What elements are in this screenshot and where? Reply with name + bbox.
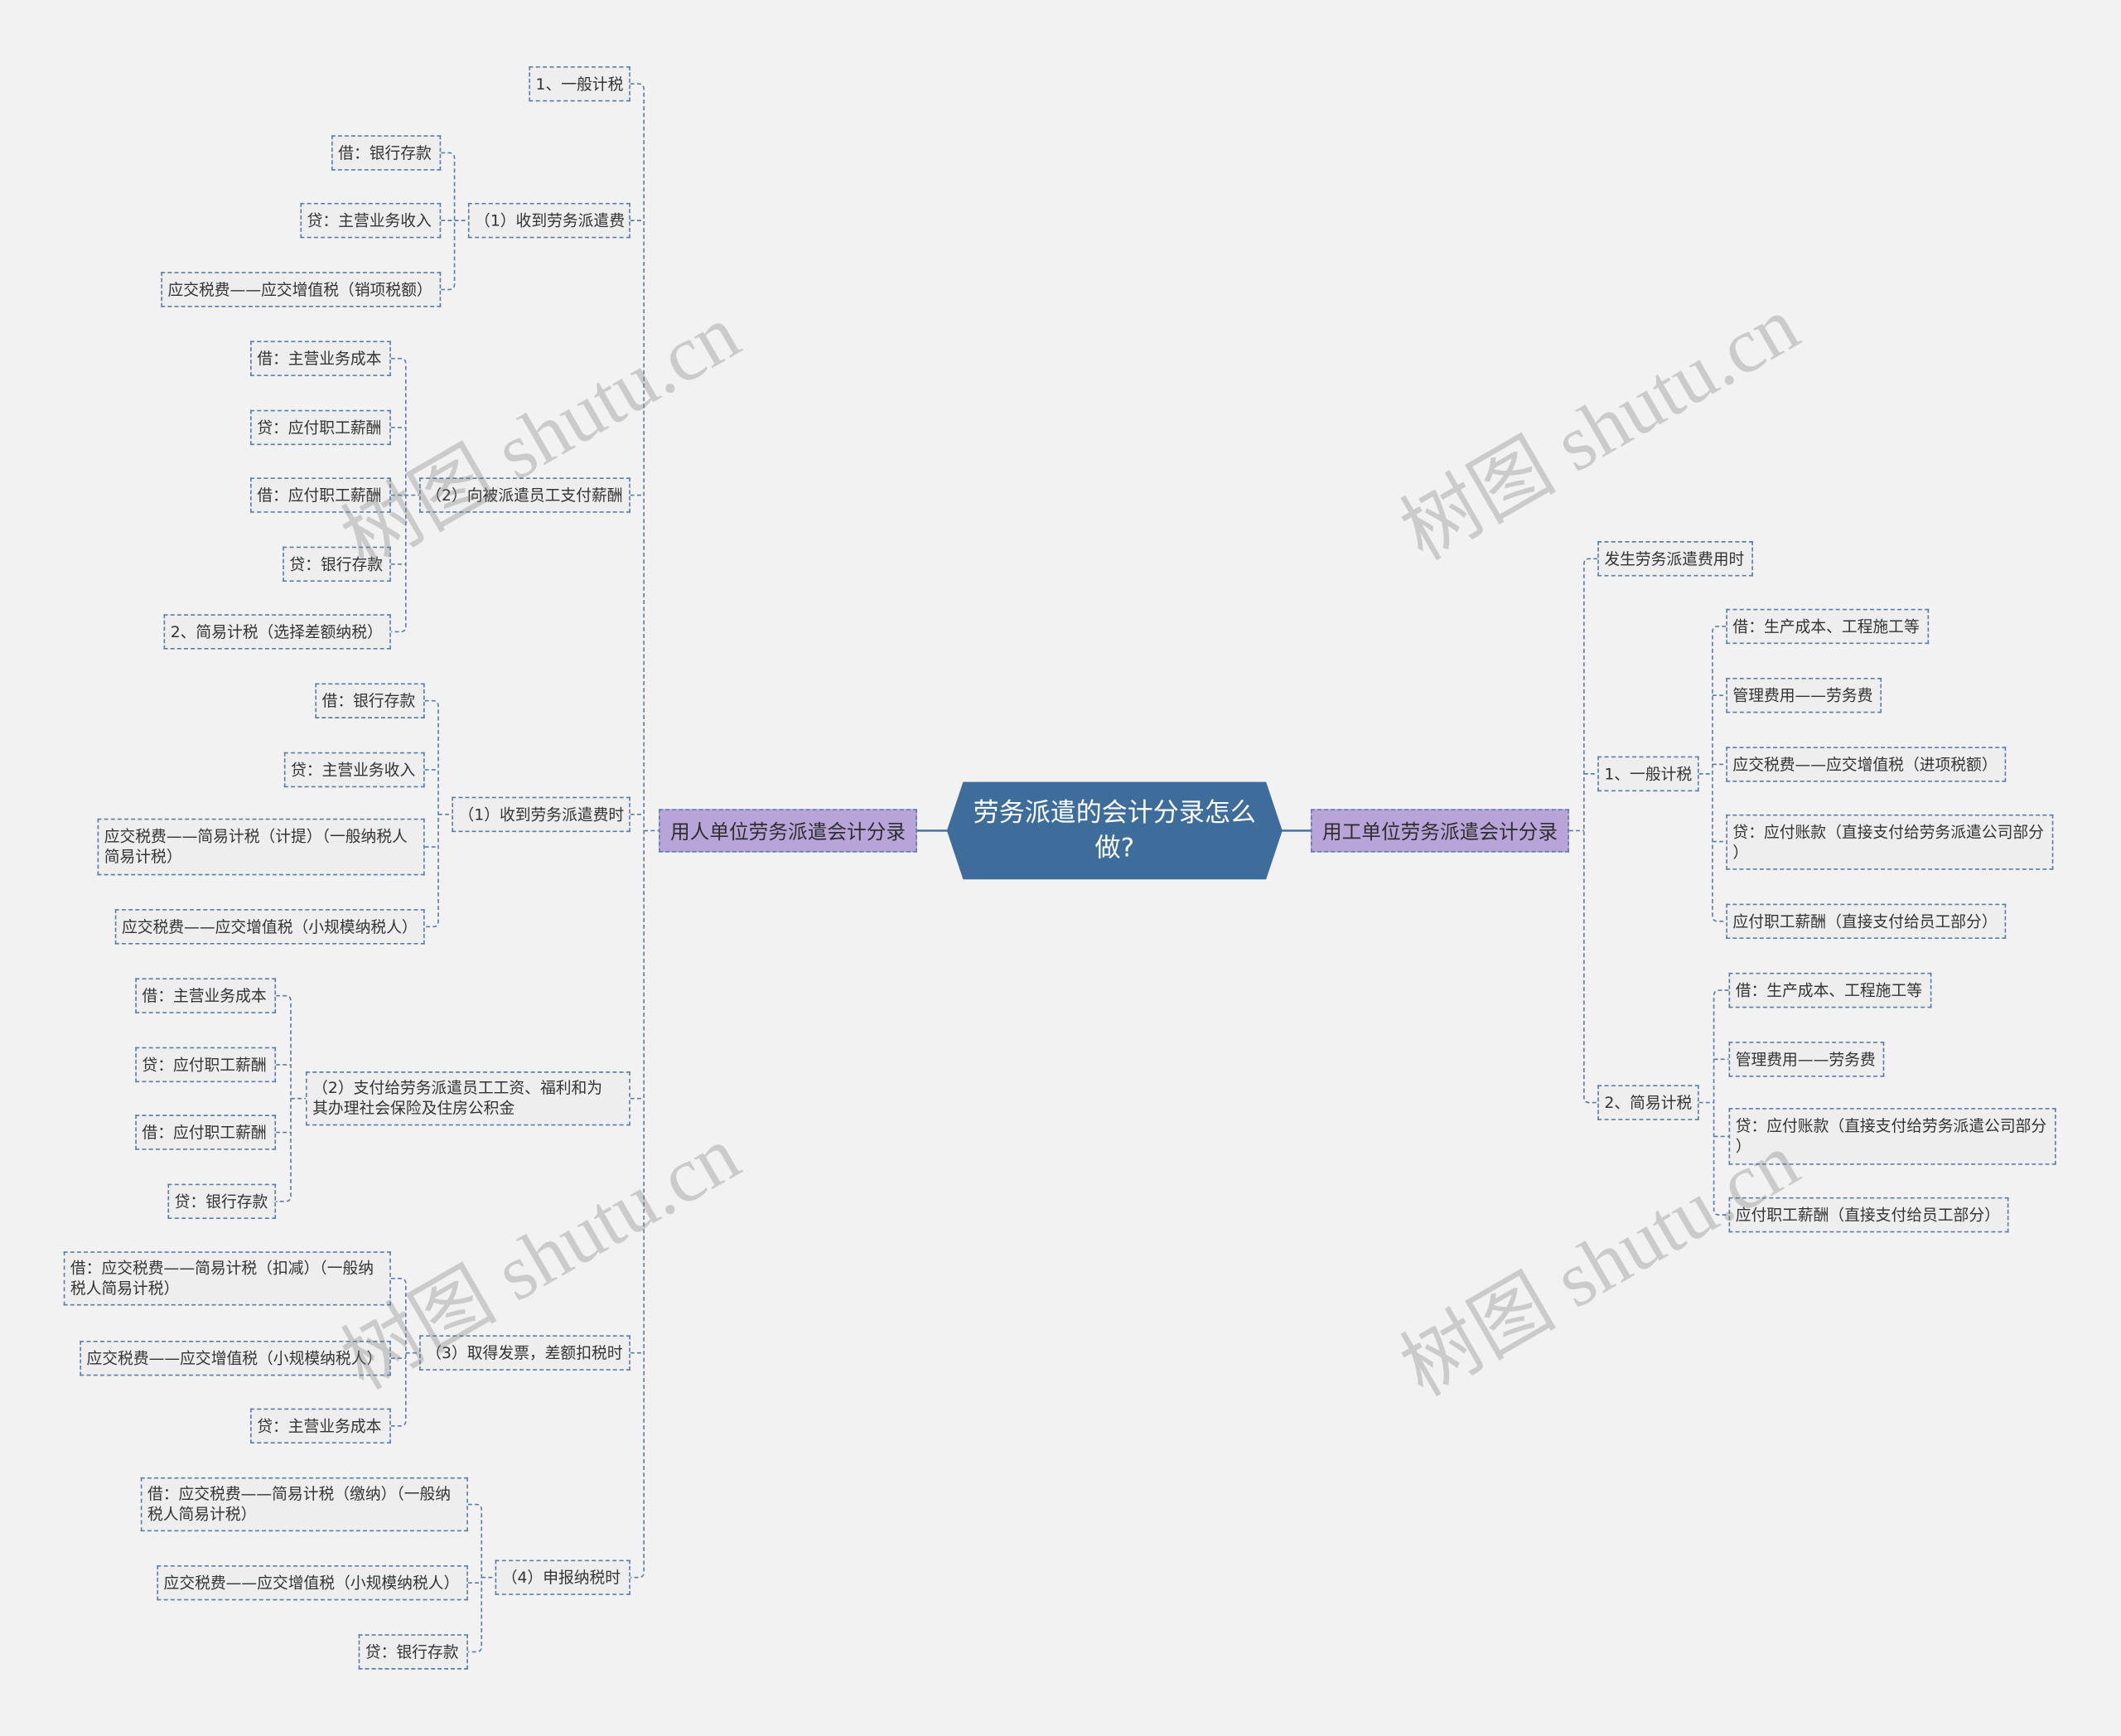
leaf-node: 借：应交税费——简易计税（缴纳）（一般纳税人简易计税） — [140, 1477, 468, 1532]
subtopic-node: 1、一般计税 — [1597, 756, 1699, 792]
root-node-shape — [946, 781, 1283, 880]
root-node-title: 劳务派遣的会计分录怎么做? — [973, 798, 1256, 863]
connector-line — [390, 357, 420, 633]
leaf-node: 2、简易计税（选择差额纳税） — [163, 614, 391, 650]
leaf-node: 贷：主营业务收入 — [300, 202, 442, 239]
leaf-node: 管理费用——劳务费 — [1728, 1042, 1885, 1077]
leaf-node: 借：应交税费——简易计税（扣减）（一般纳税人简易计税） — [63, 1251, 391, 1306]
connector-line — [424, 699, 452, 928]
root-node: 劳务派遣的会计分录怎么做? — [947, 782, 1283, 880]
leaf-node: 贷：应付账款（直接支付给劳务派遣公司部分） — [1728, 1108, 2056, 1165]
leaf-node: 应付职工薪酬（直接支付给员工部分） — [1726, 903, 2007, 940]
subtopic-node: 2、简易计税 — [1597, 1085, 1699, 1120]
subtopic-node: （1）收到劳务派遣费 — [467, 202, 631, 239]
leaf-node: 贷：主营业务成本 — [250, 1408, 391, 1444]
leaf-node: 贷：银行存款 — [283, 546, 391, 583]
leaf-node: 应交税费——简易计税（计提）（一般纳税人简易计税） — [97, 818, 425, 876]
subtopic-node: （2）向被派遣员工支付薪酬 — [419, 477, 631, 513]
leaf-node: 借：应付职工薪酬 — [135, 1115, 277, 1150]
leaf-node: 借：主营业务成本 — [250, 341, 391, 376]
subtopic-node: （3）取得发票，差额扣税时 — [419, 1335, 631, 1371]
connector-line — [1698, 626, 1727, 922]
main-branch-left: 用人单位劳务派遣会计分录 — [659, 809, 917, 853]
main-branch-right: 用工单位劳务派遣会计分录 — [1311, 809, 1569, 853]
leaf-node: 管理费用——劳务费 — [1726, 677, 1882, 713]
leaf-node: 借：银行存款 — [331, 135, 442, 171]
connector-line — [630, 220, 659, 1354]
leaf-node: 应交税费——应交增值税（小规模纳税人） — [114, 909, 425, 945]
leaf-node: 应交税费——应交增值税（销项税额） — [161, 272, 442, 307]
leaf-node: 贷：主营业务收入 — [283, 752, 425, 788]
connector-line — [276, 994, 306, 1202]
subtopic-node: （2）支付给劳务派遣员工工资、福利和为其办理社会保险及住房公积金 — [305, 1071, 631, 1126]
connector-line — [1698, 989, 1729, 1216]
subtopic-node: （4）申报纳税时 — [495, 1559, 631, 1595]
subtopic-node: 发生劳务派遣费用时 — [1597, 541, 1753, 577]
leaf-node: 贷：银行存款 — [167, 1183, 277, 1220]
connector-line — [1568, 558, 1598, 1104]
connector-line — [441, 152, 468, 291]
leaf-node: 借：应付职工薪酬 — [250, 477, 391, 513]
subtopic-node: 1、一般计税 — [529, 66, 631, 102]
leaf-node: 贷：应付账款（直接支付给劳务派遣公司部分） — [1726, 814, 2054, 870]
leaf-node: 应交税费——应交增值税（小规模纳税人） — [157, 1564, 468, 1601]
leaf-node: 贷：银行存款 — [358, 1634, 468, 1670]
leaf-node: 应交税费——应交增值税（小规模纳税人） — [80, 1340, 391, 1376]
subtopic-node: （1）收到劳务派遣费时 — [452, 796, 631, 833]
leaf-node: 借：主营业务成本 — [135, 978, 277, 1013]
leaf-node: 贷：应付职工薪酬 — [135, 1047, 277, 1083]
leaf-node: 应交税费——应交增值税（进项税额） — [1726, 747, 2007, 782]
leaf-node: 贷：应付职工薪酬 — [250, 409, 391, 446]
connector-line — [390, 1278, 420, 1427]
leaf-node: 借：银行存款 — [315, 683, 425, 718]
leaf-node: 借：生产成本、工程施工等 — [1726, 608, 1930, 645]
leaf-node: 应付职工薪酬（直接支付给员工部分） — [1728, 1197, 2009, 1233]
connector-line — [467, 1503, 495, 1653]
leaf-node: 借：生产成本、工程施工等 — [1728, 972, 1932, 1008]
